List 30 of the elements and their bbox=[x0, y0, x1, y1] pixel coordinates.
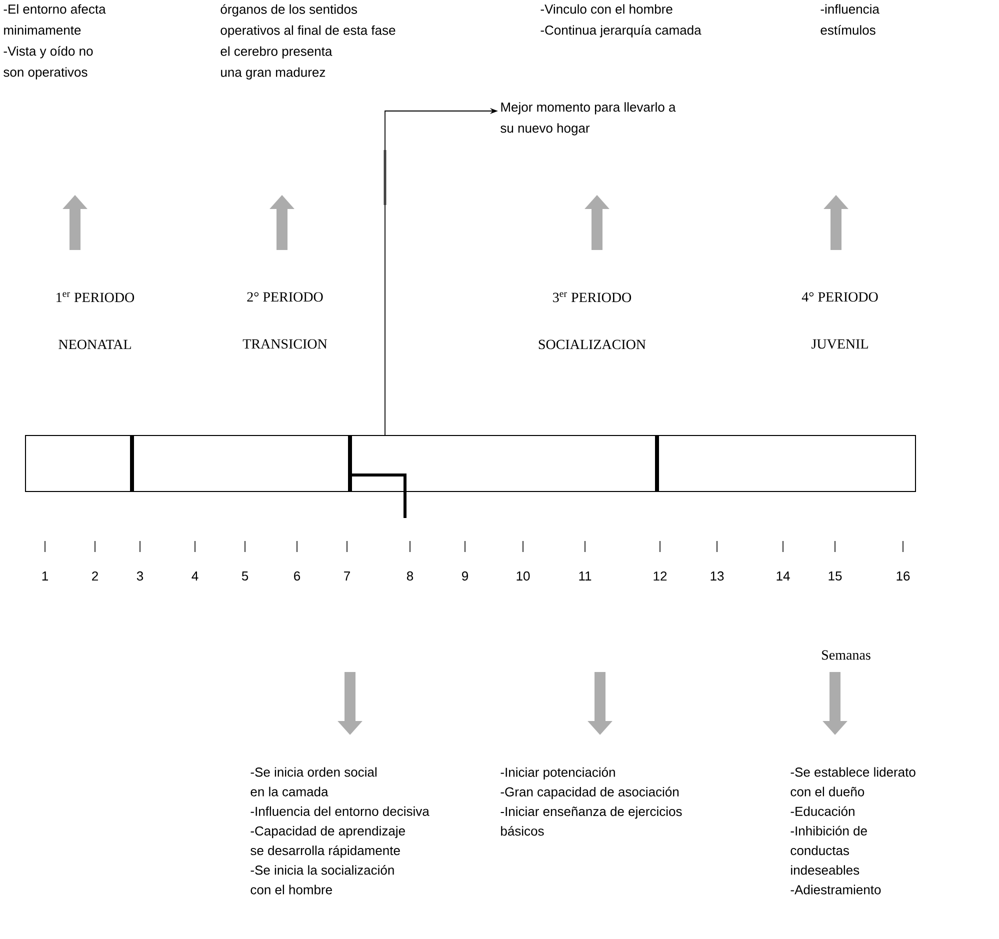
tick-label: 16 bbox=[896, 571, 910, 581]
tick-label: 13 bbox=[710, 571, 724, 581]
tick-label: 2 bbox=[92, 571, 98, 581]
description-text: -Iniciar potenciación -Gran capacidad de asociación -Iniciar enseñanza de ejercicios básicos bbox=[500, 767, 682, 836]
tick-label: 8 bbox=[406, 571, 414, 581]
tick-label: 9 bbox=[462, 571, 468, 581]
timeline-bar bbox=[25, 435, 916, 492]
tick-label: 4 bbox=[192, 572, 198, 580]
description-text: Mejor momento para llevarlo a su nuevo hogar bbox=[500, 102, 676, 136]
period-label: 4° PERIODO JUVENIL bbox=[802, 292, 878, 349]
period-label: 1$^{er}$ PERIODO NEONATAL bbox=[56, 292, 134, 350]
tick-label: 11 bbox=[579, 572, 592, 580]
tick-label: 10 bbox=[516, 571, 530, 581]
period-label: 2° PERIODO TRANSICION bbox=[242, 292, 328, 349]
tick-label: 7 bbox=[344, 572, 350, 580]
tick-label: 12 bbox=[654, 571, 667, 581]
axis-label: Semanas bbox=[822, 650, 870, 660]
tick-label: 3 bbox=[136, 571, 144, 581]
tick-label: 15 bbox=[828, 571, 842, 581]
description-text: -Se establece liderato con el dueño -Educación -Inhibición de conductas indeseables -Adiestramiento bbox=[790, 767, 916, 894]
tick-label: 6 bbox=[294, 571, 300, 581]
description-text: -Vinculo con el hombre -Continua jerarquía camada bbox=[540, 4, 702, 38]
description-text: órganos de los sentidos operativos al final de esta fase el cerebro presenta una gran madurez bbox=[220, 4, 396, 80]
description-text: -influencia estímulos bbox=[820, 4, 880, 35]
description-text: -El entorno afecta minimamente -Vista y oído no son operativos bbox=[4, 4, 106, 80]
tick-label: 1 bbox=[42, 572, 48, 580]
description-text: -Se inicia orden social en la camada -Influencia del entorno decisiva -Capacidad de aprendizaje se desarrolla rápidamente -Se inicia la socialización con el hombre bbox=[250, 767, 430, 894]
period-label: 3$^{er}$ PERIODO SOCIALIZACION bbox=[538, 292, 646, 350]
tick-label: 14 bbox=[776, 572, 790, 580]
tick-label: 5 bbox=[242, 571, 248, 581]
